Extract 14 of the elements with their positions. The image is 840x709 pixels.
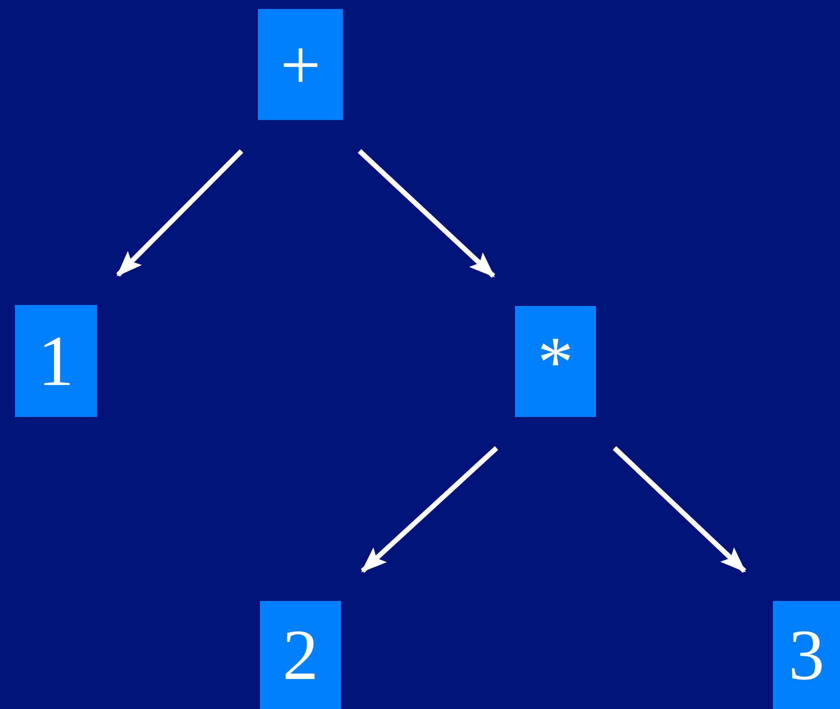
- node-label: 3: [788, 619, 824, 691]
- node-box: [258, 9, 343, 120]
- arrow: [612, 446, 746, 573]
- arrow: [360, 446, 498, 573]
- arrow: [358, 149, 496, 278]
- node-box: [515, 306, 596, 417]
- node-box: [773, 601, 840, 709]
- node-box: [260, 601, 341, 709]
- node-label: *: [538, 326, 574, 398]
- arrow: [116, 149, 244, 277]
- node-label: 2: [282, 619, 318, 691]
- node-label: +: [280, 28, 321, 100]
- node-label: 1: [38, 325, 74, 397]
- node-box: [15, 305, 97, 417]
